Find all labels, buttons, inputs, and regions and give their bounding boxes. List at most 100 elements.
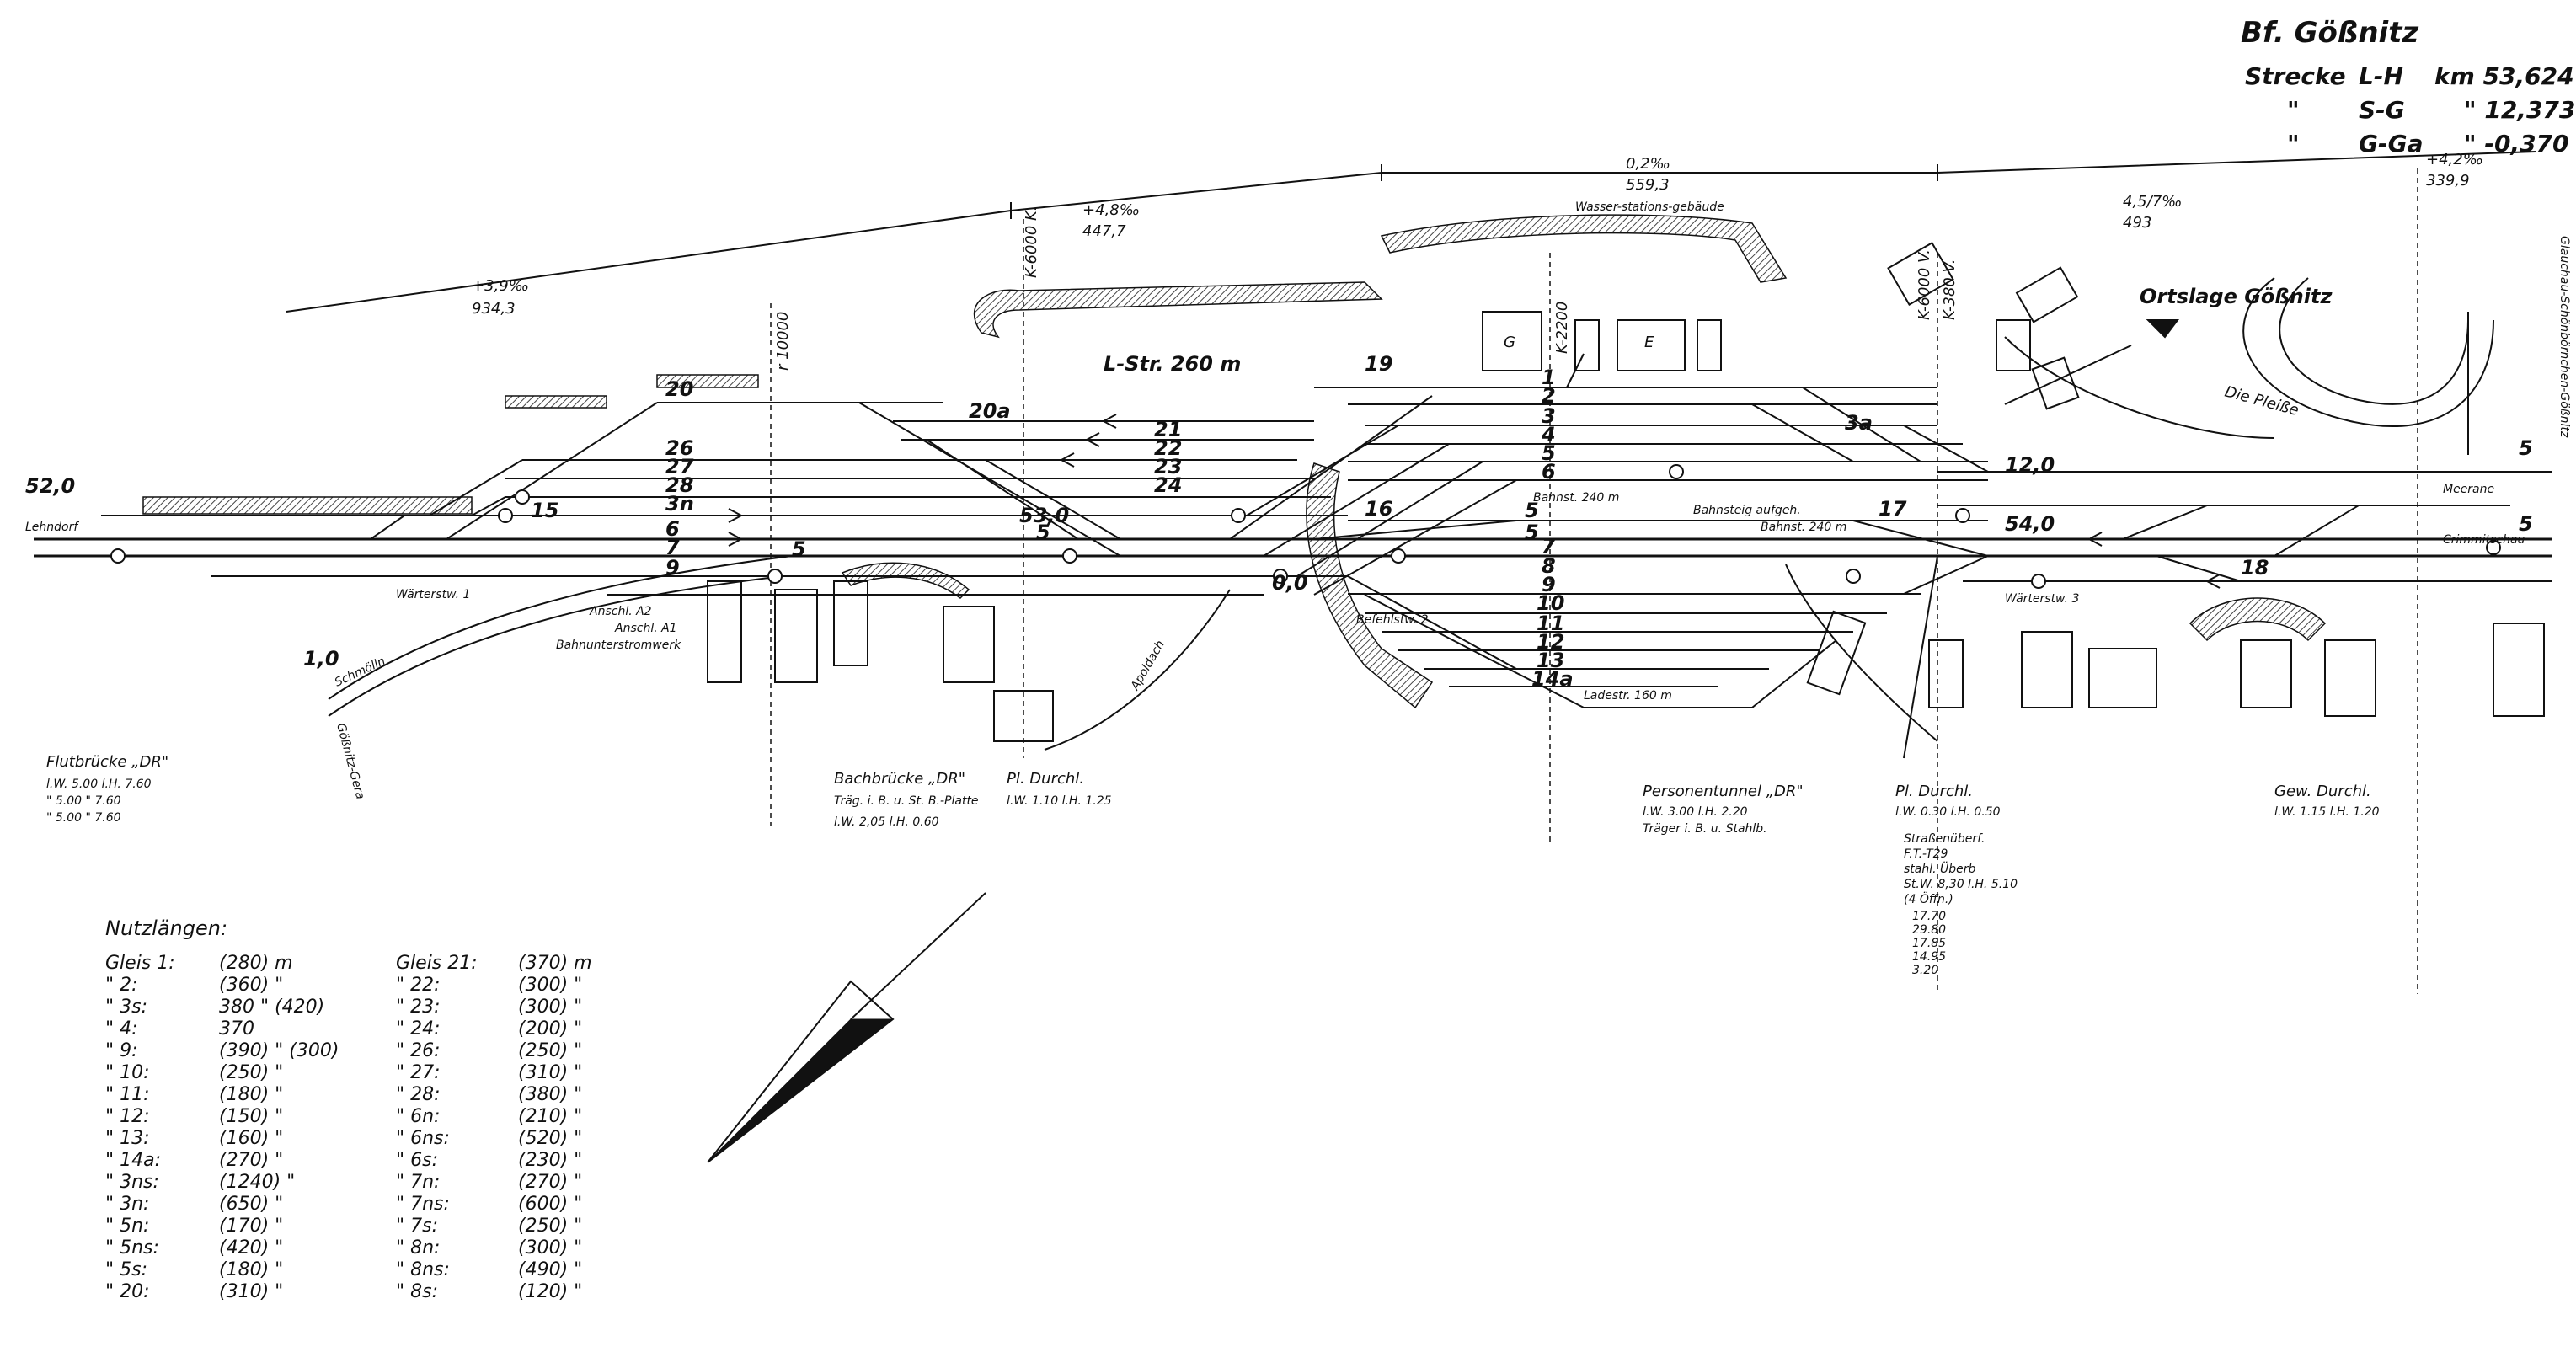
track-number: 6 <box>665 517 680 541</box>
legend-value: (300) " <box>518 975 582 996</box>
legend-value: (360) " <box>219 975 283 996</box>
legend-gleis: " 7ns: <box>396 1194 450 1215</box>
bridge-name: Personentunnel „DR" <box>1643 783 1804 800</box>
overpass-line: 17.85 <box>1912 937 1946 950</box>
stellwerk2-label: Befehlstw. 2 <box>1356 613 1429 627</box>
track-number: 23 <box>1154 455 1182 478</box>
overpass-line: St.W. 8,30 l.H. 5.10 <box>1904 878 2018 891</box>
curve-label-1: r 10000 <box>774 312 792 371</box>
curve-label-2: K-6000 K. <box>1023 206 1040 278</box>
track-number: 5 <box>1542 441 1556 465</box>
street-diag <box>2005 345 2131 404</box>
embankment-west2 <box>505 396 607 408</box>
legend-gleis: " 10: <box>105 1062 150 1083</box>
legend-gleis: " 26: <box>396 1040 441 1061</box>
bridge-line: l.W. 5.00 l.H. 7.60 <box>46 778 152 791</box>
legend-gleis: " 6ns: <box>396 1128 450 1149</box>
gradient-length-2: 447,7 <box>1082 222 1126 240</box>
track-number: 1 <box>1542 366 1556 389</box>
route-prefix-3: " <box>2287 130 2300 158</box>
legend-value: (280) m <box>219 953 293 974</box>
legend-gleis: " 14a: <box>105 1150 161 1171</box>
legend-value: (380) " <box>518 1084 582 1105</box>
embankment-west <box>143 497 472 514</box>
ladestrasse-label: L-Str. 260 m <box>1104 352 1241 376</box>
switch-lines <box>329 354 2359 750</box>
embankment-wasser <box>1382 215 1786 282</box>
legend-gleis: Gleis 1: <box>105 953 175 974</box>
bridge-line: l.W. 1.15 l.H. 1.20 <box>2274 805 2380 819</box>
embankment-20 <box>657 375 758 387</box>
gradient-length-3: 559,3 <box>1626 176 1670 194</box>
bahnsteig2-label: Bahnsteig aufgeh. <box>1693 504 1801 517</box>
legend-gleis: " 12: <box>105 1106 150 1127</box>
track-number: 28 <box>665 473 693 497</box>
gradient-value-4: 4,5/7‰ <box>2123 193 2182 211</box>
track-number: 3n <box>665 492 694 516</box>
legend-gleis: " 5ns: <box>105 1237 159 1258</box>
bahnsteig1-label: Bahnst. 240 m <box>1533 491 1619 505</box>
dir-meerane: Meerane <box>2443 483 2494 496</box>
bridge-line: Träg. i. B. u. St. B.-Platte <box>834 794 979 808</box>
km-marker: 5 <box>1525 521 1539 544</box>
legend-value: (230) " <box>518 1150 582 1171</box>
legend-gleis: " 8ns: <box>396 1259 450 1280</box>
track-number: 12 <box>1537 630 1564 654</box>
stellwerk1-label: Wärterstw. 1 <box>396 588 470 601</box>
overpass-line: stahl. Überb <box>1904 861 1976 876</box>
track-number: 19 <box>1365 352 1392 376</box>
legend-value: (520) " <box>518 1128 582 1149</box>
track-number: 7 <box>1542 534 1556 558</box>
track-number: 26 <box>665 436 693 460</box>
bridge-name: Flutbrücke „DR" <box>46 753 168 771</box>
track-number: 4 <box>1541 423 1556 446</box>
bridge-line: " 5.00 " 7.60 <box>46 811 121 825</box>
legend: Nutzlängen: <box>105 916 227 940</box>
overpass-note: Straßenüberf. F.T.-T29 stahl. Überb St.W… <box>1904 832 2018 977</box>
route-km-1: km 53,624 <box>2434 62 2574 90</box>
track-number: 6 <box>1542 460 1556 484</box>
gradient-profile <box>286 152 2536 312</box>
legend-gleis: " 27: <box>396 1062 441 1083</box>
dir-glauchau: Glauchau-Schönbörnchen-Gößnitz <box>2557 236 2571 438</box>
legend-gleis: " 23: <box>396 997 441 1018</box>
legend-gleis: " 6n: <box>396 1106 440 1127</box>
track-number: 7 <box>665 536 680 559</box>
stellwerk3-label: Wärterstw. 3 <box>2005 592 2079 606</box>
dir-gera: Gößnitz-Gera <box>334 722 366 801</box>
legend-gleis: " 3ns: <box>105 1172 159 1193</box>
legend-value: (490) " <box>518 1259 582 1280</box>
legend-value: (390) " (300) <box>219 1040 339 1061</box>
legend-gleis: " 4: <box>105 1018 138 1039</box>
track-number: 13 <box>1537 649 1564 672</box>
legend-value: (650) " <box>219 1194 283 1215</box>
legend-column-2: Gleis 21:(370) m" 22:(300) "" 23:(300) "… <box>396 953 592 1302</box>
legend-gleis: " 8n: <box>396 1237 440 1258</box>
overpass-line: (4 Öffn.) <box>1904 891 1953 906</box>
legend-gleis: " 2: <box>105 975 138 996</box>
overpass-line: 29.80 <box>1912 923 1946 937</box>
track-lines <box>34 387 2552 687</box>
legend-gleis: " 20: <box>105 1281 150 1302</box>
track-number: 24 <box>1154 473 1182 497</box>
gradient-value-3: 0,2‰ <box>1626 155 1670 173</box>
legend-gleis: " 5n: <box>105 1216 149 1237</box>
bridge-notes: Flutbrücke „DR" l.W. 5.00 l.H. 7.60 " 5.… <box>46 753 2380 836</box>
legend-value: (200) " <box>518 1018 582 1039</box>
river-pleisse <box>2243 278 2493 426</box>
track-number: 14a <box>1531 667 1574 691</box>
apolda-label: Apoldach <box>1128 639 1168 693</box>
track-number: 11 <box>1537 612 1564 635</box>
embankments <box>143 215 2325 708</box>
river-bank <box>2279 278 2468 404</box>
bridge-line: l.W. 3.00 l.H. 2.20 <box>1643 805 1748 819</box>
km-marker: 5 <box>1036 521 1050 544</box>
track-number: 9 <box>665 556 680 580</box>
legend-gleis: " 24: <box>396 1018 441 1039</box>
overpass-title: Straßenüberf. <box>1904 832 1985 846</box>
track-number: 2 <box>1542 384 1556 408</box>
dir-crimmitschau: Crimmitschau <box>2443 533 2525 547</box>
legend-gleis: " 5s: <box>105 1259 147 1280</box>
legend-value: (420) " <box>219 1237 283 1258</box>
legend-value: (180) " <box>219 1084 283 1105</box>
